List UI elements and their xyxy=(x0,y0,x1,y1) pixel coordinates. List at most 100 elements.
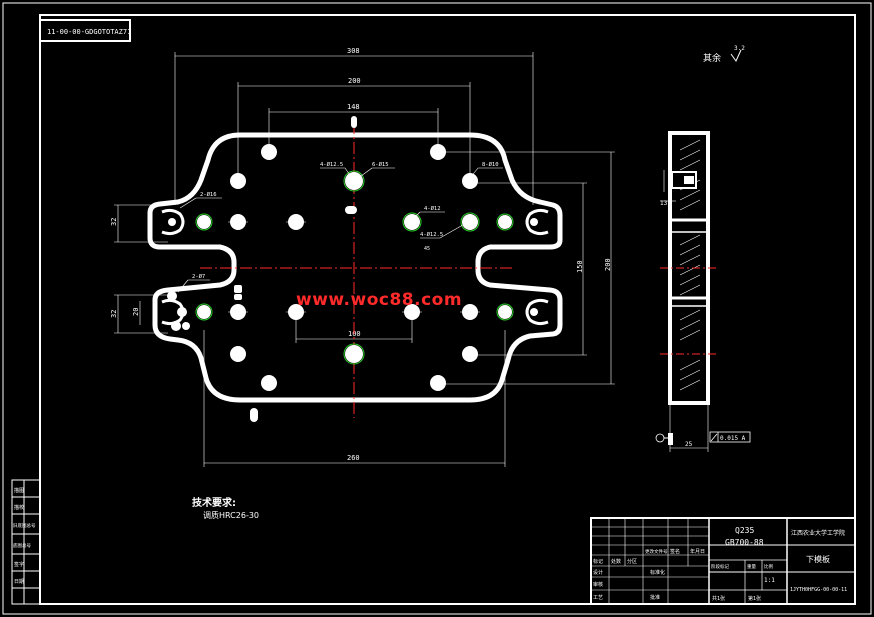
dim-260 xyxy=(203,330,506,467)
dim-32-bottom xyxy=(114,294,168,334)
hole-centers xyxy=(195,170,514,365)
tb-school: 江西农业大学工学院 xyxy=(791,529,845,537)
title-block-text: 标记 处数 分区 更改文件号 签名 年月日 设计 标准化 审核 工艺 批准 Q2… xyxy=(593,526,847,602)
tb-label: 更改文件号 xyxy=(645,548,668,555)
tb-sheet-no: 第1张 xyxy=(748,595,761,602)
tb-label: 审核 xyxy=(593,581,603,588)
hole xyxy=(430,144,446,160)
section-dim-25: 25 xyxy=(685,441,693,448)
strip-label-5: 签字 xyxy=(14,561,24,568)
dim-200-top-text: 200 xyxy=(348,77,361,85)
hole-center-marks xyxy=(228,221,480,313)
hole xyxy=(404,214,420,230)
tolerance-text: 0.015 A xyxy=(720,435,746,442)
tb-scale: 1:1 xyxy=(764,577,775,584)
strip-label-6: 日期 xyxy=(14,579,24,585)
callout-6: 4-Ø12.5 xyxy=(420,231,443,238)
title-block xyxy=(590,517,856,605)
code-box-text: 11-00-00-GDGOTOTAZ71 xyxy=(47,28,131,36)
callout-7: 2-Ø7 xyxy=(192,273,205,280)
callout-3: 8-Ø10 xyxy=(482,161,499,168)
dim-150-text: 150 xyxy=(576,260,584,273)
tb-weight: 重量 xyxy=(747,563,756,570)
section-view: 13 25 0.015 A xyxy=(655,131,751,452)
tb-label: 年月日 xyxy=(690,548,705,555)
hole xyxy=(530,308,538,316)
tb-label: 工艺 xyxy=(593,595,603,601)
callout-1: 4-Ø12.5 xyxy=(320,161,343,168)
tb-label: 批准 xyxy=(650,594,660,601)
datum-a xyxy=(655,433,673,445)
tb-label: 设计 xyxy=(593,569,603,576)
callout-8: 45 xyxy=(424,246,430,252)
dim-32-bottom-text: 32 xyxy=(110,310,118,318)
dim-32-top xyxy=(114,204,168,243)
slot xyxy=(250,408,258,422)
callout-2: 6-Ø15 xyxy=(372,161,389,168)
hole xyxy=(462,346,478,362)
tech-title: 技术要求: xyxy=(192,496,236,509)
tb-label: 标准化 xyxy=(650,569,665,576)
roughness-symbol: 3.2 xyxy=(730,45,745,62)
hole xyxy=(430,375,446,391)
tech-line1: 调质HRC26-30 xyxy=(203,510,259,520)
hole xyxy=(230,346,246,362)
hole xyxy=(168,218,176,226)
side-slots xyxy=(161,208,549,326)
strip-label-2: 描校 xyxy=(14,504,24,511)
dim-200-right-text: 200 xyxy=(604,258,612,271)
dim-200-right xyxy=(438,151,615,385)
tb-label: 签名 xyxy=(670,548,680,555)
hole xyxy=(498,215,512,229)
dim-150 xyxy=(470,182,587,356)
tb-material: Q235 xyxy=(735,526,754,535)
tb-label: 标记 xyxy=(593,558,603,565)
tb-standard: GB700-88 xyxy=(725,538,764,547)
callout-4: 2-Ø16 xyxy=(200,191,217,198)
roughness-note: 其余 xyxy=(703,52,721,64)
tb-part-name: 下模板 xyxy=(806,554,830,564)
callout-leaders xyxy=(177,167,503,293)
hole xyxy=(197,305,211,319)
hole xyxy=(530,218,538,226)
plan-view: 308 200 148 260 100 xyxy=(110,47,615,467)
dim-308 xyxy=(174,52,534,205)
watermark: www.woc88.com xyxy=(296,290,463,310)
tb-label: 分区 xyxy=(627,558,637,565)
hole xyxy=(197,215,211,229)
tb-scale-label: 比例 xyxy=(764,563,773,570)
hole xyxy=(182,322,190,330)
tb-drawing-no: 1JYTH0HFGG-00-00-11 xyxy=(790,587,847,593)
hole xyxy=(462,214,478,230)
slot xyxy=(345,206,357,214)
dim-148-text: 148 xyxy=(347,103,360,111)
hole xyxy=(345,172,363,190)
roughness-value: 3.2 xyxy=(734,45,745,52)
tb-stage: 阶段标记 xyxy=(711,563,729,570)
strip-label-4: 底图总号 xyxy=(13,542,31,549)
strip-label-3: 旧底图总号 xyxy=(13,522,36,529)
dim-260-text: 260 xyxy=(347,454,360,462)
hole xyxy=(345,345,363,363)
hole xyxy=(261,144,277,160)
dim-20-text: 20 xyxy=(132,308,140,316)
left-strip: 描图 描校 旧底图总号 底图总号 签字 日期 xyxy=(11,479,41,605)
hole xyxy=(230,173,246,189)
hole xyxy=(167,291,177,301)
slot xyxy=(234,285,242,293)
dim-148 xyxy=(268,108,439,150)
tolerance-frame: 0.015 A xyxy=(709,431,751,443)
callout-5: 4-Ø12 xyxy=(424,205,441,212)
slot xyxy=(234,294,242,300)
slot xyxy=(351,116,357,128)
code-box xyxy=(39,19,131,42)
dim-200-top xyxy=(237,82,471,175)
hole xyxy=(462,173,478,189)
plate-outline xyxy=(147,132,563,403)
section-dim-13: 13 xyxy=(660,200,668,207)
strip-label-1: 描图 xyxy=(14,487,24,494)
dim-32-top-text: 32 xyxy=(110,218,118,226)
hole xyxy=(498,305,512,319)
